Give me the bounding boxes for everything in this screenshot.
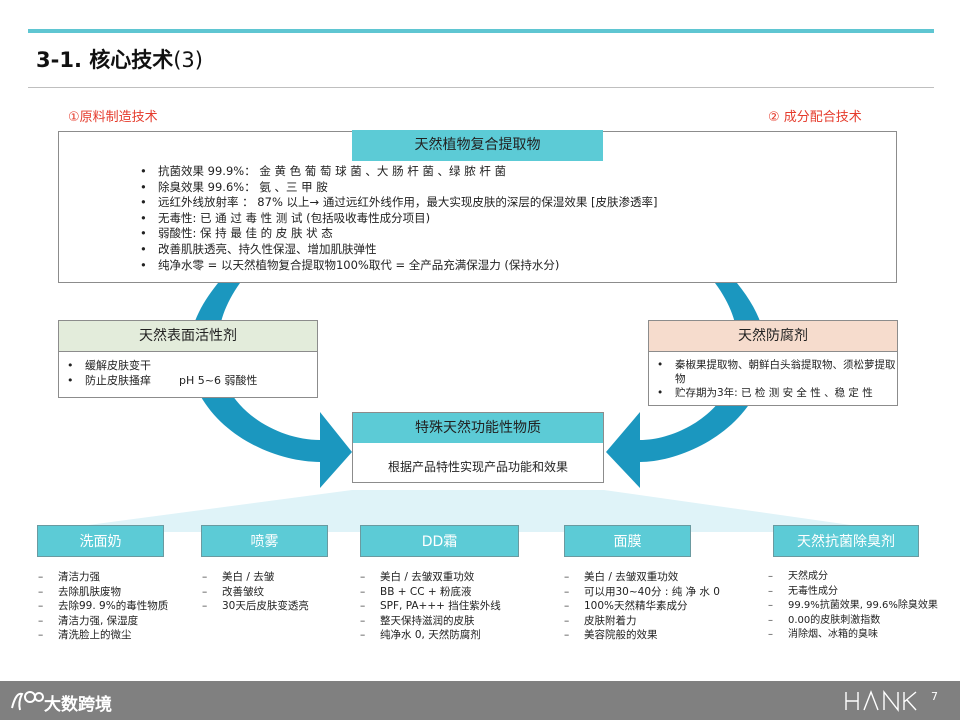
title-text: 核心技术 (89, 48, 174, 72)
list-item: 贮存期为3年: 已 检 测 安 全 性 、稳 定 性 (655, 386, 897, 400)
list-item: 美白 / 去皱 (202, 570, 309, 585)
product-header-cleanser: 洗面奶 (37, 525, 164, 557)
footer-bar (0, 681, 960, 720)
preservative-panel-header: 天然防腐剂 (649, 321, 897, 352)
functional-substance-header: 特殊天然功能性物质 (353, 413, 603, 443)
list-item: 秦椒果提取物、朝鲜白头翁提取物、须松萝提取物 (655, 358, 897, 386)
fan-shape (36, 490, 900, 532)
list-item: 美白 / 去皱双重功效 (564, 570, 720, 585)
surfactant-list: 缓解皮肤变干 防止皮肤搔痒 pH 5~6 弱酸性 (59, 352, 317, 388)
product-list-mask: 美白 / 去皱双重功效 可以用30~40分 : 纯 净 水 0 100%天然精华… (564, 570, 720, 643)
title-number: 3-1. (36, 48, 82, 72)
list-item: 美白 / 去皱双重功效 (360, 570, 501, 585)
product-list-spray: 美白 / 去皱 改善皱纹 30天后皮肤变透亮 (202, 570, 309, 614)
list-item: 99.9%抗菌效果, 99.6%除臭效果 (768, 599, 938, 614)
list-item: 改善肌肤透亮、持久性保湿、增加肌肤弹性 (140, 242, 657, 258)
hank-logo-icon (845, 689, 917, 713)
surfactant-panel-header: 天然表面活性剂 (59, 321, 317, 352)
functional-substance-panel: 特殊天然功能性物质 根据产品特性实现产品功能和效果 (352, 412, 604, 483)
list-item: 100%天然精华素成分 (564, 599, 720, 614)
product-header-dd-cream: DD霜 (360, 525, 519, 557)
product-header-mask: 面膜 (564, 525, 691, 557)
section-label-left: ①原料制造技术 (68, 110, 158, 125)
page-number: 7 (931, 690, 938, 703)
list-item: 抗菌效果 99.9%： 金 黄 色 葡 萄 球 菌 、大 肠 杆 菌 、绿 脓 … (140, 164, 657, 180)
list-item: BB + CC + 粉底液 (360, 585, 501, 600)
list-item: 清洗脸上的微尘 (38, 628, 168, 643)
list-item: 可以用30~40分 : 纯 净 水 0 (564, 585, 720, 600)
list-item: 天然成分 (768, 570, 938, 585)
product-header-deodorant: 天然抗菌除臭剂 (773, 525, 919, 557)
product-list-dd-cream: 美白 / 去皱双重功效 BB + CC + 粉底液 SPF, PA+++ 挡住紫… (360, 570, 501, 643)
surfactant-panel: 天然表面活性剂 缓解皮肤变干 防止皮肤搔痒 pH 5~6 弱酸性 (58, 320, 318, 398)
list-item: 皮肤附着力 (564, 614, 720, 629)
list-item: 无毒性: 已 通 过 毒 性 测 试 (包括吸收毒性成分项目) (140, 211, 657, 227)
list-item: 纯净水零 = 以天然植物复合提取物100%取代 = 全产品充满保湿力 (保持水分… (140, 258, 657, 274)
main-benefit-list: 抗菌效果 99.9%： 金 黄 色 葡 萄 球 菌 、大 肠 杆 菌 、绿 脓 … (140, 164, 657, 273)
title-suffix: (3) (173, 48, 203, 72)
list-item: 清洁力强 (38, 570, 168, 585)
list-item: 弱酸性: 保 持 最 佳 的 皮 肤 状 态 (140, 226, 657, 242)
list-item: 缓解皮肤变干 (65, 358, 317, 373)
list-item: 整天保持滋润的皮肤 (360, 614, 501, 629)
list-item: 消除烟、冰箱的臭味 (768, 628, 938, 643)
list-item: 远红外线放射率 ： 87% 以上→ 通过远红外线作用，最大实现皮肤的深层的保湿效… (140, 195, 657, 211)
product-header-spray: 喷雾 (201, 525, 328, 557)
list-item: 去除肌肤废物 (38, 585, 168, 600)
list-item: 30天后皮肤变透亮 (202, 599, 309, 614)
title-divider (28, 87, 934, 88)
list-item: 纯净水 0, 天然防腐剂 (360, 628, 501, 643)
section-label-right: ② 成分配合技术 (768, 110, 862, 125)
footer-logo-text: 大数跨境 (44, 695, 112, 715)
list-item: 0.00的皮肤刺激指数 (768, 614, 938, 629)
list-item: 防止皮肤搔痒 pH 5~6 弱酸性 (65, 373, 317, 388)
preservative-panel: 天然防腐剂 秦椒果提取物、朝鲜白头翁提取物、须松萝提取物 贮存期为3年: 已 检… (648, 320, 898, 406)
logo-mark-icon (11, 691, 44, 711)
list-item: SPF, PA+++ 挡住紫外线 (360, 599, 501, 614)
product-list-deodorant: 天然成分 无毒性成分 99.9%抗菌效果, 99.6%除臭效果 0.00的皮肤刺… (768, 570, 938, 643)
list-item: 美容院般的效果 (564, 628, 720, 643)
preservative-list: 秦椒果提取物、朝鲜白头翁提取物、须松萝提取物 贮存期为3年: 已 检 测 安 全… (649, 352, 897, 400)
list-item: 清洁力强, 保湿度 (38, 614, 168, 629)
list-item: 除臭效果 99.6%： 氨 、三 甲 胺 (140, 180, 657, 196)
product-list-cleanser: 清洁力强 去除肌肤废物 去除99. 9%的毒性物质 清洁力强, 保湿度 清洗脸上… (38, 570, 168, 643)
list-item: 无毒性成分 (768, 585, 938, 600)
page-title: 3-1. 核心技术(3) (36, 44, 203, 74)
list-item: 改善皱纹 (202, 585, 309, 600)
top-accent-line (28, 29, 934, 33)
main-panel-header: 天然植物复合提取物 (352, 130, 603, 161)
functional-substance-text: 根据产品特性实现产品功能和效果 (387, 460, 568, 474)
list-item: 去除99. 9%的毒性物质 (38, 599, 168, 614)
